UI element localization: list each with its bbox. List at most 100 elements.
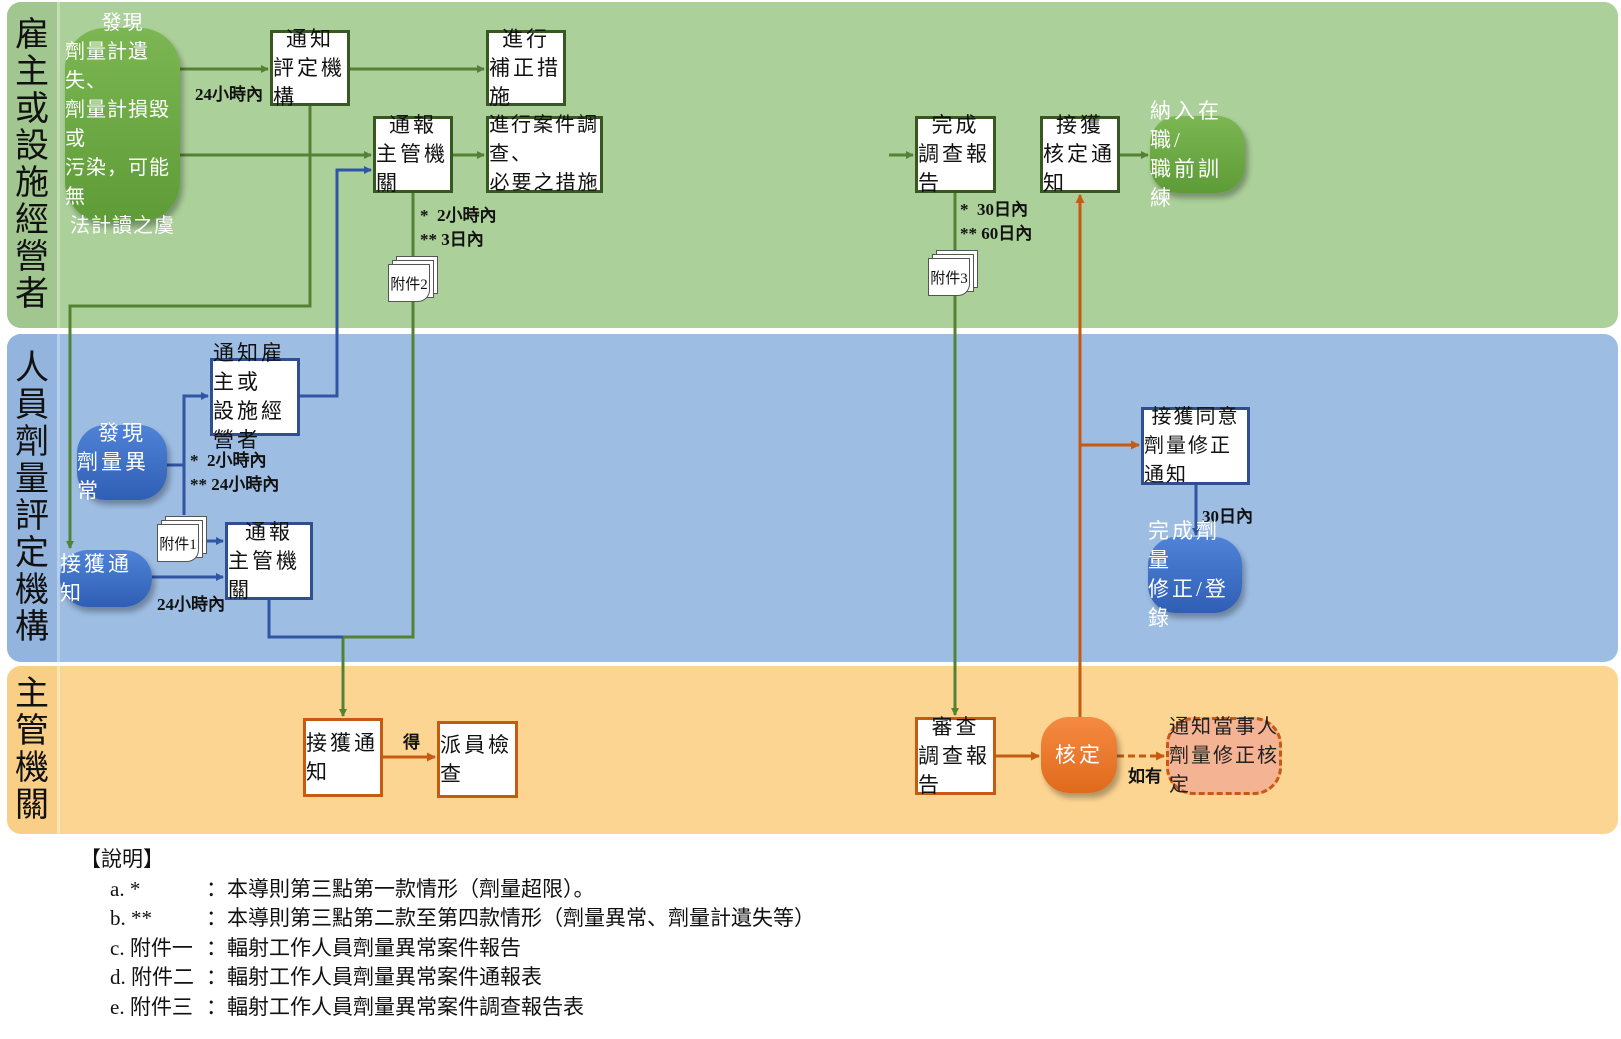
arrow-notify-assessor-to-receive [66, 106, 312, 549]
node-line: 設施經營者 [213, 399, 285, 452]
node-line: 主管機關 [376, 142, 448, 195]
attachment-label: 附件2 [390, 276, 428, 293]
legend-item: c. 附件一 ：輻射工作人員劑量異常案件報告 [80, 934, 815, 964]
legend-key: d. 附件二 [110, 965, 194, 989]
node-line: 核定通知 [1043, 142, 1115, 195]
training-node: 納入在職/職前訓練 [1150, 99, 1245, 210]
node-line: 發現 [101, 12, 144, 34]
lane-authority-label: 主管機關 [7, 666, 60, 834]
lane-char: 或 [15, 91, 49, 128]
lane-char: 管 [15, 713, 49, 750]
lane-char: 設 [15, 128, 49, 165]
lane-char: 劑 [15, 424, 49, 461]
note-if: 如有 [1128, 767, 1162, 786]
node-line: 污染，可能無 [65, 157, 170, 208]
node-line: 派員檢查 [440, 732, 512, 786]
lane-char: 員 [15, 387, 49, 424]
legend-text: ：輻射工作人員劑量異常案件通報表 [206, 965, 542, 989]
attachment1-doc: 附件1 [157, 516, 207, 562]
receive-notice-node: 接獲通知 [60, 550, 152, 607]
notify-party-node: 通知當事人劑量修正核定 [1166, 716, 1282, 796]
lane-char: 定 [15, 535, 49, 572]
lane-char: 人 [15, 350, 49, 387]
node-line: 納入在職/ [1150, 98, 1222, 152]
lane-assessor-label: 人員劑量評定機構 [7, 334, 60, 662]
approve-node: 核定 [1041, 717, 1117, 793]
note-line: * 2小時內 [190, 451, 267, 470]
legend-text: ：輻射工作人員劑量異常案件報告 [206, 935, 521, 960]
note-30d: 30日內 [1202, 507, 1253, 526]
line-report2-to-authority [267, 600, 343, 639]
legend-item: b. ** ：本導則第三點第二款至第四款情形（劑量異常、劑量計遺失等） [80, 904, 815, 934]
node-line: 劑量修正通知 [1144, 434, 1232, 486]
discover-loss-node: 發現劑量計遺失、劑量計損毀或污染，可能無法計讀之虞 [65, 12, 180, 237]
note-abnormal-deadline: * 2小時內 ** 24小時內 [190, 449, 279, 497]
attachment2-doc: 附件2 [388, 256, 438, 302]
lane-char: 營 [15, 239, 49, 276]
investigate-box: 進行案件調查、必要之措施 [486, 114, 603, 194]
node-line: 調查報告 [918, 743, 990, 797]
node-line: 完成 [931, 113, 980, 137]
legend-item: e. 附件三 ：輻射工作人員劑量異常案件調查報告表 [80, 993, 815, 1023]
authority-receive-box: 接獲通知 [303, 718, 383, 797]
discover-abnormal-node: 發現劑量異常 [77, 421, 167, 503]
node-line: 修正/登錄 [1148, 577, 1229, 630]
node-line: 主管機關 [228, 548, 300, 602]
legend-title: 【說明】 [80, 847, 164, 871]
node-line: 法計讀之虞 [70, 215, 175, 237]
legend-key: a. * [110, 876, 141, 901]
node-line: 接獲同意 [1151, 405, 1240, 428]
node-line: 調查報告 [918, 142, 990, 195]
legend-text: ：本導則第三點第二款至第四款情形（劑量異常、劑量計遺失等） [206, 906, 815, 930]
legend-key: e. 附件三 [110, 994, 193, 1019]
complete-correction-node: 完成劑量修正/登錄 [1148, 519, 1242, 630]
attachment-label: 附件1 [159, 536, 197, 553]
node-line: 劑量計遺失、 [65, 41, 149, 92]
note-may: 得 [403, 733, 420, 752]
node-line: 發現 [98, 421, 146, 445]
legend-item: d. 附件二 ：輻射工作人員劑量異常案件通報表 [80, 963, 815, 993]
node-line: 職前訓練 [1150, 156, 1222, 210]
lane-char: 機 [15, 750, 49, 787]
node-line: 審查 [931, 714, 980, 739]
lane-char: 施 [15, 165, 49, 202]
lane-char: 主 [15, 676, 49, 713]
note-24h-assessor: 24小時內 [157, 595, 225, 614]
legend-key: c. 附件一 [110, 935, 193, 960]
legend-text: ：輻射工作人員劑量異常案件調查報告表 [206, 994, 584, 1019]
node-line: 進行 [502, 26, 550, 51]
node-line: 完成劑量 [1148, 519, 1220, 572]
legend-key: b. ** [110, 906, 152, 930]
legend-item: a. * ：本導則第三點第一款情形（劑量超限）。 [80, 875, 815, 905]
node-line: 接獲 [1056, 113, 1104, 137]
node-line: 通知 [286, 26, 334, 51]
note-line: ** 24小時內 [190, 475, 280, 494]
lane-employer-label: 雇主或設施經營者 [7, 2, 60, 328]
note-complete-deadline: * 30日內** 60日內 [960, 198, 1032, 246]
receive-approval-box: 接獲核定通知 [1040, 113, 1120, 195]
legend-text: ：本導則第三點第一款情形（劑量超限）。 [206, 876, 595, 901]
node-line: 進行案件調查、 [489, 114, 599, 165]
line-report-to-authority [343, 193, 415, 639]
lane-char: 雇 [15, 17, 49, 54]
node-line: 劑量異常 [77, 450, 149, 503]
lane-char: 者 [15, 276, 49, 313]
note-line: * 30日內 [960, 200, 1028, 219]
attachment3-doc: 附件3 [928, 250, 978, 296]
lane-char: 機 [15, 572, 49, 609]
node-line: 通報 [245, 519, 293, 544]
inspect-box: 派員檢查 [437, 721, 518, 798]
node-line: 通報 [389, 113, 437, 137]
arrow-notify-employer-to-report [300, 166, 372, 398]
arrow-abnormal-to-notify-employer [182, 392, 209, 515]
report-authority-box-2: 通報主管機關 [225, 520, 313, 602]
report-authority-box: 通報主管機關 [373, 113, 453, 195]
node-line: 通知當事人 [1169, 715, 1279, 738]
node-line: 補正措施 [489, 55, 561, 109]
note-24h: 24小時內 [195, 85, 263, 104]
lane-char: 主 [15, 54, 49, 91]
node-line: 劑量計損毀或 [65, 99, 170, 150]
lane-char: 經 [15, 202, 49, 239]
node-line: 劑量修正核定 [1169, 744, 1279, 796]
